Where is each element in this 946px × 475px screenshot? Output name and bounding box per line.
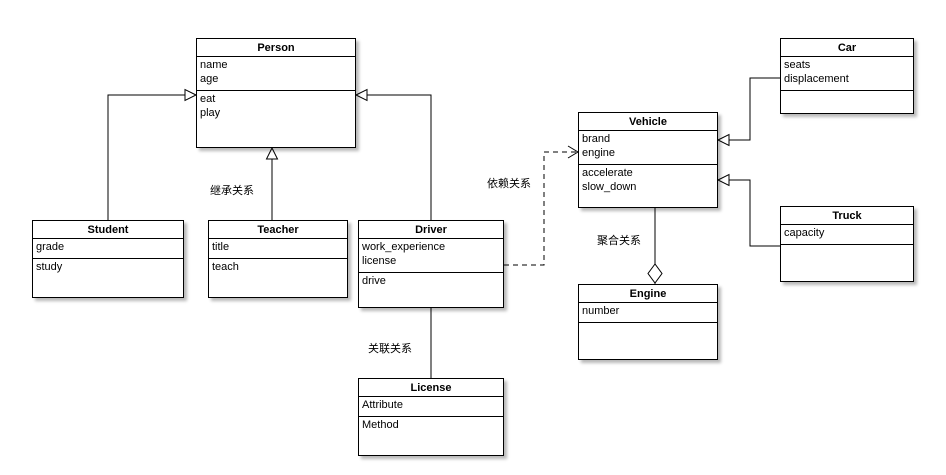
method-row: study [36, 261, 63, 273]
edge-label-dependency: 依赖关系 [487, 178, 531, 190]
method-row: play [200, 107, 221, 119]
class-title-engine: Engine [579, 285, 717, 303]
generalization-arrow-teacher [265, 146, 279, 160]
attribute-row: brand [582, 133, 611, 145]
class-methods-teacher: teach [209, 259, 347, 275]
aggregation-diamond-vehicle-engine [647, 263, 663, 284]
class-title-driver: Driver [359, 221, 503, 239]
class-attributes-driver: work_experience license [359, 239, 503, 273]
attribute-row: number [582, 305, 620, 317]
class-box-teacher[interactable]: Teacher title teach [208, 220, 348, 298]
class-attributes-vehicle: brand engine [579, 131, 717, 165]
class-methods-truck [781, 245, 913, 247]
attribute-row: seats [784, 59, 811, 71]
method-row: teach [212, 261, 239, 273]
class-box-vehicle[interactable]: Vehicle brand engine accelerate slow_dow… [578, 112, 718, 208]
class-methods-student: study [33, 259, 183, 275]
attribute-row: grade [36, 241, 65, 253]
class-title-license: License [359, 379, 503, 397]
class-box-car[interactable]: Car seats displacement [780, 38, 914, 114]
attribute-row: name [200, 59, 228, 71]
class-attributes-student: grade [33, 239, 183, 259]
generalization-arrow-student [184, 88, 198, 102]
attribute-row: age [200, 73, 219, 85]
class-box-license[interactable]: License Attribute Method [358, 378, 504, 456]
class-methods-car [781, 91, 913, 93]
class-title-person: Person [197, 39, 355, 57]
class-title-student: Student [33, 221, 183, 239]
class-attributes-teacher: title [209, 239, 347, 259]
class-methods-driver: drive [359, 273, 503, 289]
edge-label-inheritance: 继承关系 [210, 185, 254, 197]
class-methods-person: eat play [197, 91, 355, 121]
attribute-row: work_experience [362, 241, 446, 253]
attribute-row: title [212, 241, 230, 253]
method-row: accelerate [582, 167, 633, 179]
generalization-arrow-car [716, 133, 730, 147]
attribute-row: capacity [784, 227, 825, 239]
class-box-engine[interactable]: Engine number [578, 284, 718, 360]
method-row: eat [200, 93, 216, 105]
class-box-person[interactable]: Person name age eat play [196, 38, 356, 148]
class-attributes-truck: capacity [781, 225, 913, 245]
class-title-vehicle: Vehicle [579, 113, 717, 131]
edge-label-aggregation: 聚合关系 [597, 235, 641, 247]
generalization-arrow-truck [716, 173, 730, 187]
class-attributes-car: seats displacement [781, 57, 913, 91]
method-row: slow_down [582, 181, 637, 193]
generalization-arrow-driver [354, 88, 368, 102]
method-row: drive [362, 275, 386, 287]
class-attributes-license: Attribute [359, 397, 503, 417]
attribute-row: engine [582, 147, 616, 159]
class-box-driver[interactable]: Driver work_experience license drive [358, 220, 504, 308]
class-attributes-engine: number [579, 303, 717, 323]
class-box-student[interactable]: Student grade study [32, 220, 184, 298]
method-row: Method [362, 419, 399, 431]
dependency-arrow-driver-vehicle [567, 145, 579, 159]
class-box-truck[interactable]: Truck capacity [780, 206, 914, 282]
class-attributes-person: name age [197, 57, 355, 91]
class-title-car: Car [781, 39, 913, 57]
attribute-row: license [362, 255, 397, 267]
attribute-row: displacement [784, 73, 849, 85]
class-title-truck: Truck [781, 207, 913, 225]
class-methods-engine [579, 323, 717, 325]
class-methods-license: Method [359, 417, 503, 433]
edge-label-association: 关联关系 [368, 343, 412, 355]
class-title-teacher: Teacher [209, 221, 347, 239]
attribute-row: Attribute [362, 399, 403, 411]
class-methods-vehicle: accelerate slow_down [579, 165, 717, 195]
